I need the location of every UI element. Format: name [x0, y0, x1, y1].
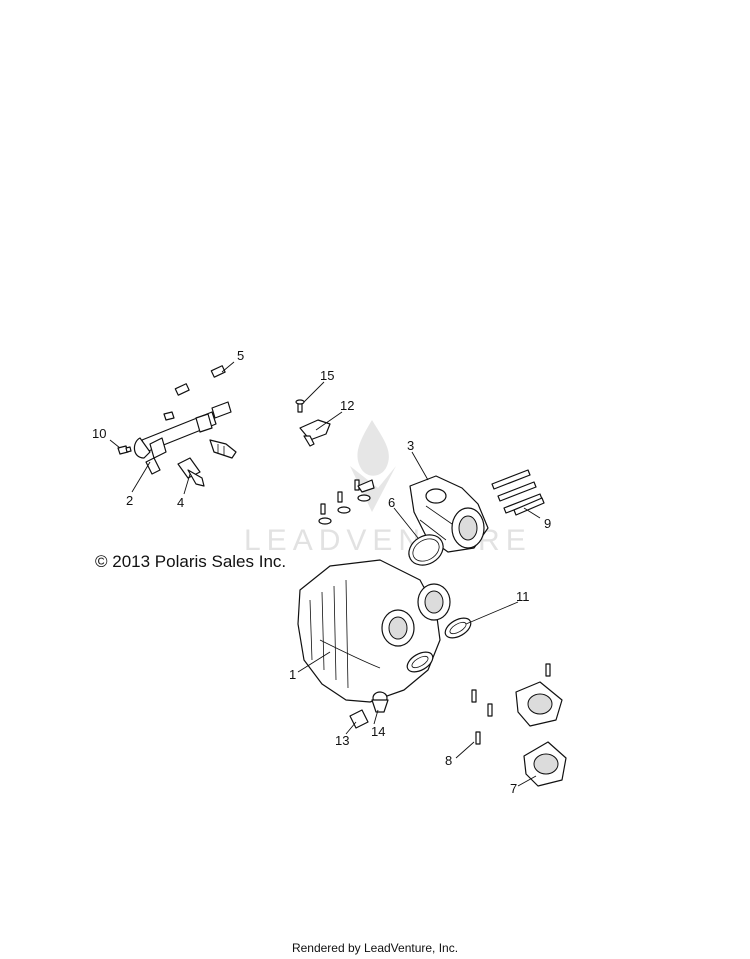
callout-1: 1 — [289, 667, 296, 682]
part-11-clamps — [406, 617, 472, 673]
watermark-text: LEADVENTURE — [244, 524, 532, 557]
part-1-intake-plenum — [297, 559, 451, 703]
part-10-screw — [117, 411, 175, 455]
callout-7: 7 — [510, 781, 517, 796]
callout-2: 2 — [126, 493, 133, 508]
callout-12: 12 — [340, 398, 354, 413]
callouts: 5 15 12 10 3 2 4 6 9 11 1 13 14 8 7 — [92, 348, 551, 796]
leader-lines — [109, 361, 541, 787]
part-7-intake-boots — [515, 681, 567, 787]
mounting-hardware — [318, 479, 375, 525]
part-14-fitting — [371, 691, 389, 713]
part-4-injectors — [177, 439, 237, 487]
callout-13: 13 — [335, 733, 349, 748]
part-15-bolt — [295, 399, 305, 413]
rendered-by-footer: Rendered by LeadVenture, Inc. — [291, 941, 459, 955]
callout-14: 14 — [371, 724, 385, 739]
callout-10: 10 — [92, 426, 106, 441]
part-6-o-ring — [408, 534, 444, 566]
callout-6: 6 — [388, 495, 395, 510]
callout-15: 15 — [320, 368, 334, 383]
callout-11: 11 — [516, 589, 530, 604]
copyright-text: © 2013 Polaris Sales Inc. — [95, 552, 287, 571]
callout-5: 5 — [237, 348, 244, 363]
callout-8: 8 — [445, 753, 452, 768]
part-5-clips — [174, 365, 226, 396]
callout-3: 3 — [407, 438, 414, 453]
callout-9: 9 — [544, 516, 551, 531]
part-3-throttle-body — [409, 475, 489, 553]
watermark: LEADVENTURE — [244, 420, 532, 557]
part-8-bolts — [471, 663, 551, 745]
part-9-long-bolts — [491, 469, 545, 516]
callout-4: 4 — [177, 495, 184, 510]
